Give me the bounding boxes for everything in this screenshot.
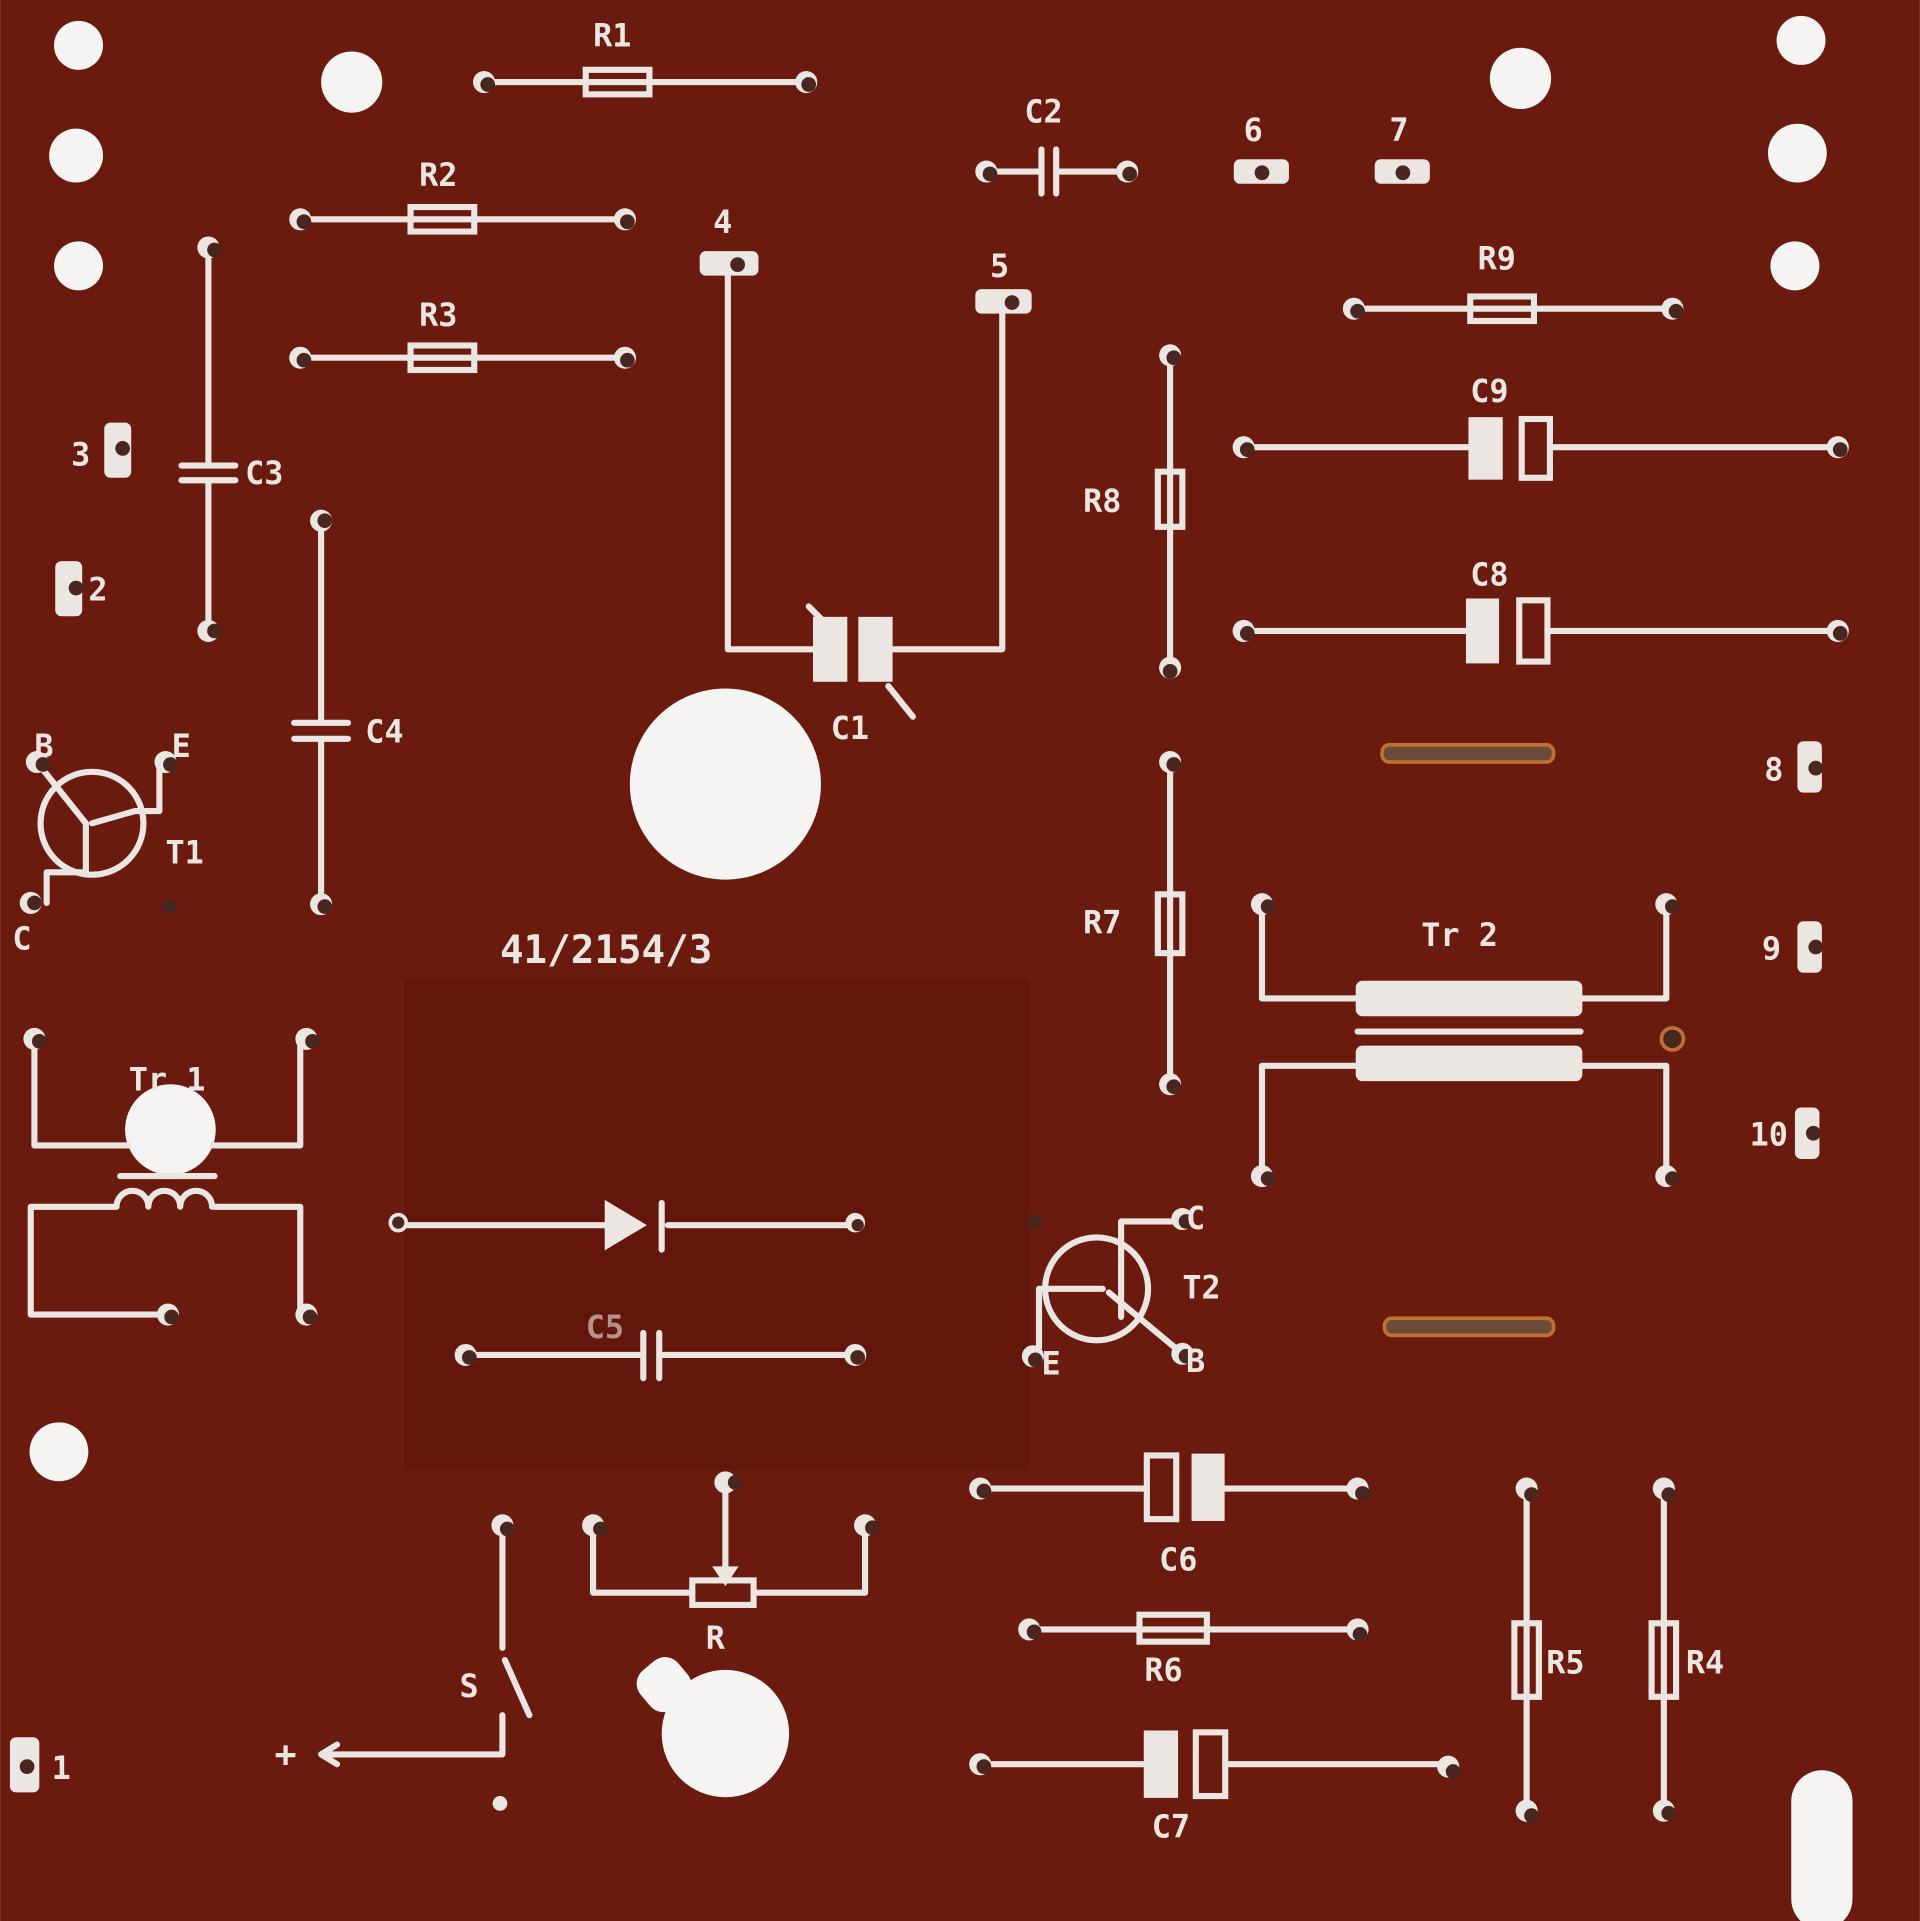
- diode: [388, 1199, 866, 1253]
- label-c9: C9: [1470, 372, 1508, 410]
- mounting-holes: [29, 15, 1853, 1921]
- label-t2-collector: C: [1186, 1199, 1205, 1237]
- part-number: 41/2154/3: [500, 928, 712, 973]
- capacitor-c1: C1: [724, 260, 1006, 747]
- label-r9: R9: [1478, 240, 1516, 278]
- label-t2-emitter: E: [1041, 1345, 1060, 1383]
- label-1: 1: [52, 1749, 71, 1787]
- label-c6: C6: [1159, 1541, 1197, 1579]
- label-r8: R8: [1083, 482, 1121, 520]
- label-5: 5: [990, 247, 1009, 285]
- capacitor-c6: C6: [969, 1452, 1370, 1579]
- resistor-r3: R3: [289, 296, 636, 374]
- transformer-tr2: Tr 2: [1250, 893, 1686, 1188]
- label-c2: C2: [1024, 93, 1062, 131]
- transistor-t2: C E B T2: [1021, 1199, 1221, 1383]
- board-slot: [1380, 743, 1556, 764]
- resistor-r2: R2: [289, 156, 636, 235]
- label-t2-base: B: [1186, 1342, 1205, 1380]
- terminal-3: 3: [71, 422, 132, 478]
- terminal-5: 5: [975, 247, 1032, 314]
- terminal-4: 4: [699, 203, 759, 276]
- transistor-t1: B E C T1: [12, 727, 203, 957]
- label-t1-base: B: [34, 727, 53, 765]
- label-t2: T2: [1182, 1269, 1220, 1307]
- capacitor-c4: C4: [291, 509, 404, 916]
- label-r4: R4: [1686, 1644, 1724, 1682]
- capacitor-c7: C7: [969, 1729, 1461, 1846]
- capacitor-c2: C2: [975, 93, 1139, 197]
- label-2: 2: [88, 570, 107, 608]
- label-c7: C7: [1152, 1808, 1190, 1846]
- label-r3: R3: [419, 296, 457, 334]
- capacitor-c8: C8: [1232, 556, 1849, 665]
- label-t1-emitter: E: [172, 727, 191, 765]
- label-8: 8: [1764, 750, 1783, 788]
- label-r2: R2: [419, 156, 457, 194]
- resistor-r5: R5: [1511, 1477, 1585, 1823]
- board-slot: [1382, 1316, 1556, 1338]
- terminal-9: 9: [1762, 921, 1824, 973]
- resistor-r1: R1: [473, 17, 818, 98]
- label-tr1: Tr 1: [129, 1060, 206, 1098]
- resistor-r4: R4: [1648, 1477, 1724, 1822]
- potentiometer-r: R: [582, 1471, 880, 1657]
- label-4: 4: [713, 203, 732, 241]
- label-r5: R5: [1546, 1644, 1584, 1682]
- terminal-6: 6: [1233, 111, 1289, 184]
- label-s: S: [460, 1667, 479, 1705]
- resistor-r7: R7: [1083, 751, 1186, 1096]
- resistor-r9: R9: [1342, 240, 1684, 325]
- switch-s: S +: [275, 1514, 533, 1811]
- label-r1: R1: [593, 17, 631, 55]
- transformer-tr1: Tr 1: [23, 1027, 320, 1326]
- capacitor-c3: C3: [178, 236, 283, 642]
- label-9: 9: [1762, 929, 1781, 967]
- label-7: 7: [1389, 111, 1408, 149]
- label-r7: R7: [1083, 904, 1121, 942]
- label-c1: C1: [831, 709, 869, 747]
- label-c4: C4: [365, 712, 403, 750]
- terminal-8: 8: [1764, 741, 1824, 793]
- label-tr2: Tr 2: [1421, 916, 1498, 954]
- label-t1: T1: [166, 834, 204, 872]
- label-plus: +: [275, 1733, 297, 1776]
- label-c3: C3: [245, 454, 283, 492]
- label-pot-r: R: [706, 1619, 726, 1657]
- resistor-r6: R6: [1018, 1611, 1369, 1689]
- label-c5: C5: [586, 1308, 624, 1346]
- label-10: 10: [1750, 1115, 1788, 1153]
- label-6: 6: [1244, 111, 1263, 149]
- label-t1-collector: C: [12, 919, 31, 957]
- terminal-10: 10: [1750, 1107, 1821, 1159]
- capacitor-c9: C9: [1232, 372, 1849, 481]
- label-3: 3: [71, 436, 90, 474]
- resistor-r8: R8: [1083, 344, 1186, 679]
- terminal-7: 7: [1374, 111, 1430, 184]
- label-c8: C8: [1470, 556, 1508, 594]
- capacitor-c5: C5: [454, 1308, 867, 1382]
- label-r6: R6: [1144, 1651, 1182, 1689]
- terminal-1: 1: [9, 1737, 71, 1793]
- terminal-2: 2: [55, 561, 107, 617]
